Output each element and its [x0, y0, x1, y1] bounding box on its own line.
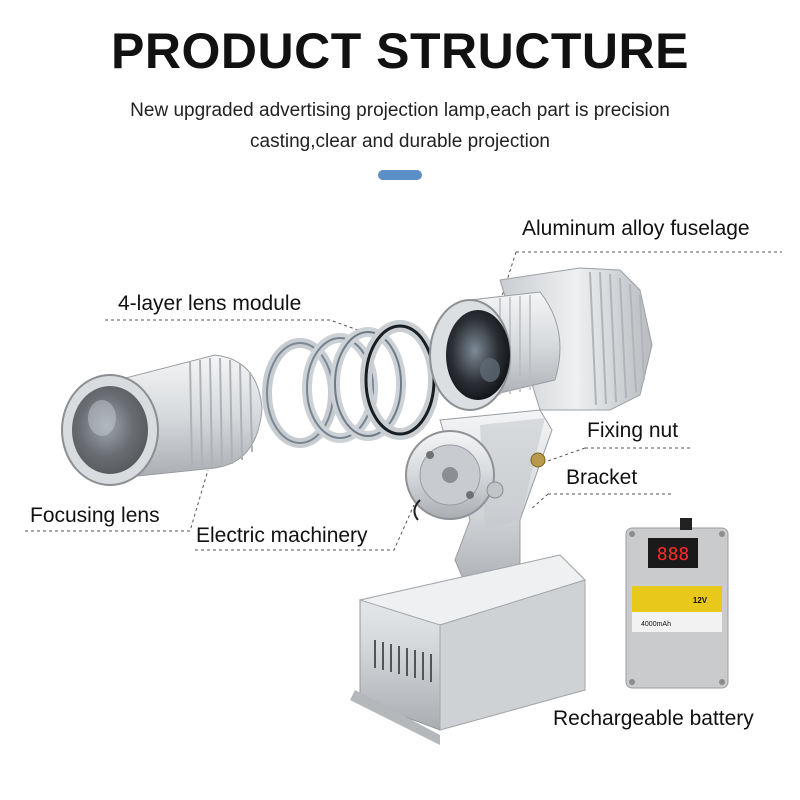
callout-battery: Rechargeable battery: [553, 707, 754, 730]
battery-voltage: 12V: [693, 596, 708, 605]
motor-part: [405, 430, 504, 521]
battery-display: 888: [657, 544, 690, 565]
callout-electric-machinery: Electric machinery: [196, 524, 368, 547]
subtitle-line-2: casting,clear and durable projection: [250, 131, 550, 152]
callout-fuselage: Aluminum alloy fuselage: [522, 217, 750, 240]
lens-module-part: [262, 320, 440, 448]
callout-lens-module: 4-layer lens module: [118, 292, 302, 315]
base-box-part: [350, 554, 586, 745]
fuselage-part: [429, 267, 653, 411]
subtitle-line-1: New upgraded advertising projection lamp…: [130, 100, 670, 121]
battery-capacity: 4000mAh: [641, 621, 671, 628]
accent-divider: [378, 170, 422, 180]
battery-part: 888 4000mAh 12V: [625, 518, 729, 689]
callout-bracket: Bracket: [566, 466, 638, 489]
focusing-lens-part: [61, 354, 263, 486]
callout-focusing-lens: Focusing lens: [30, 504, 160, 527]
page-title: PRODUCT STRUCTURE: [111, 23, 689, 79]
page-subtitle: New upgraded advertising projection lamp…: [100, 95, 700, 157]
callout-fixing-nut: Fixing nut: [587, 419, 679, 442]
